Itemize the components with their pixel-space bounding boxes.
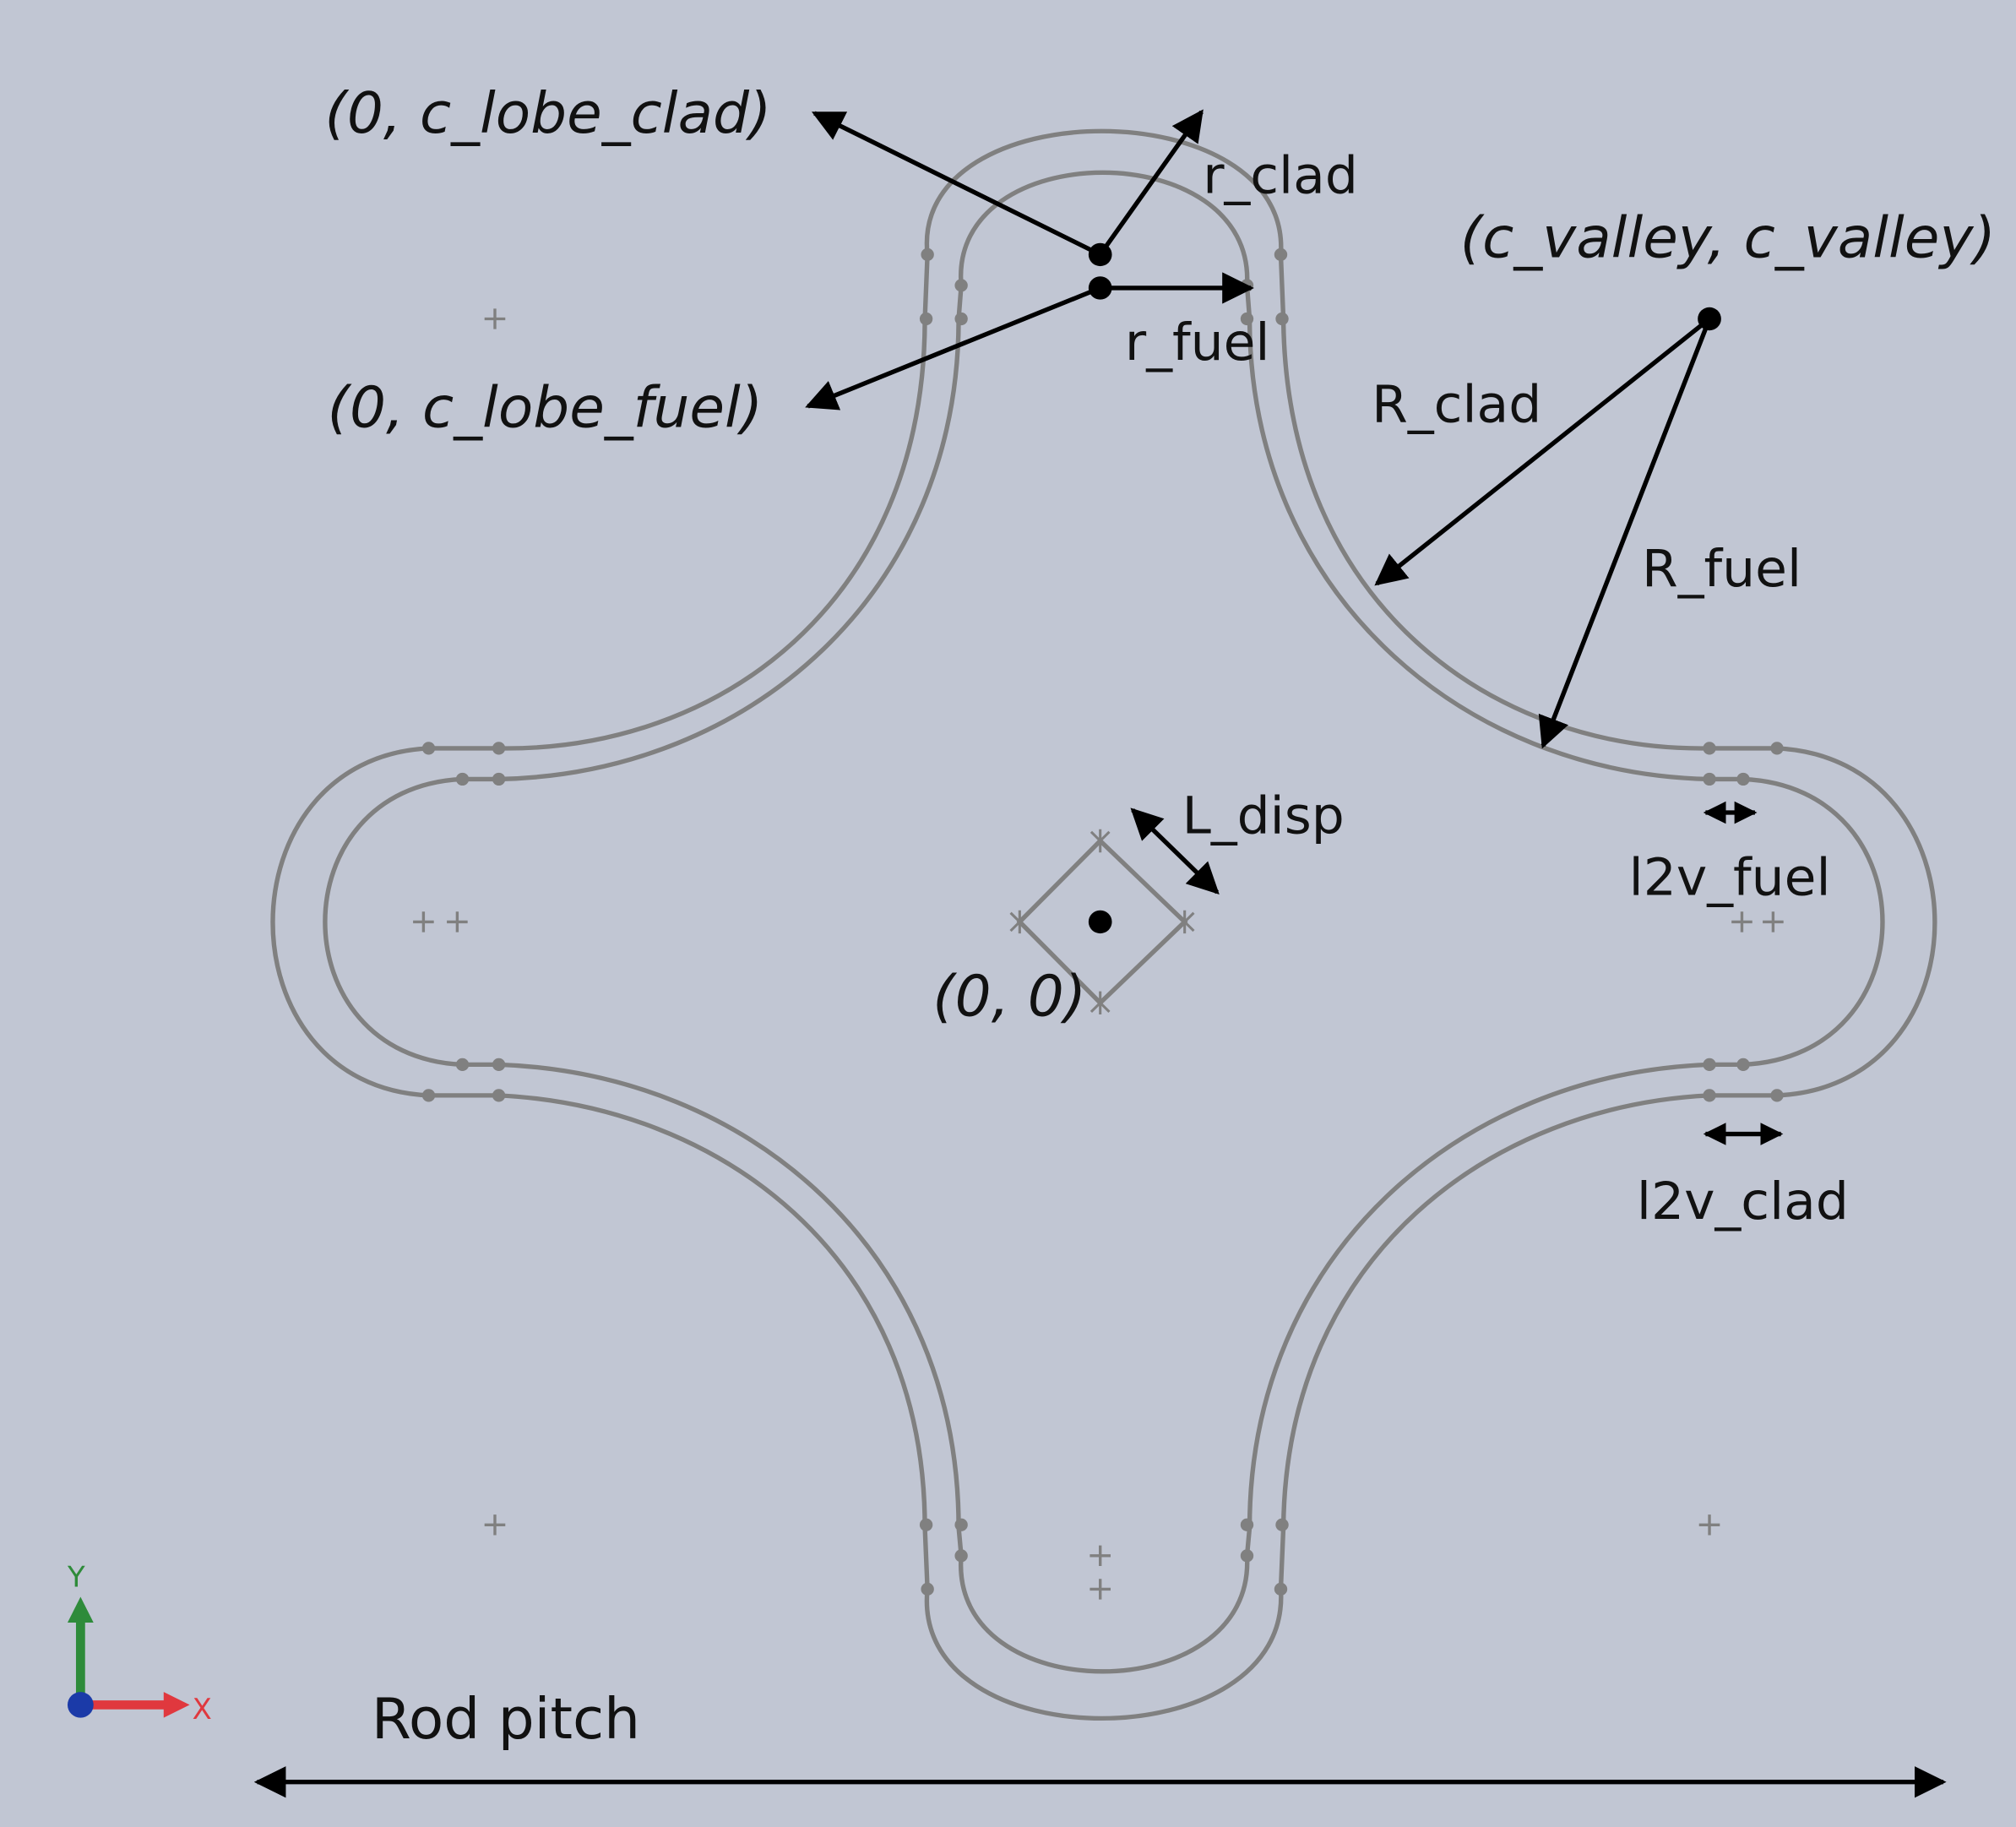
label-l-disp: L_disp bbox=[1182, 786, 1345, 846]
axis-x-label: X bbox=[193, 1693, 212, 1726]
label-R-clad: R_clad bbox=[1372, 375, 1541, 435]
label-valley-center: (c_valley, c_valley) bbox=[1460, 205, 1996, 271]
label-lobe-clad-center: (0, c_lobe_clad) bbox=[325, 80, 772, 146]
label-r-clad: r_clad bbox=[1203, 146, 1358, 206]
label-origin: (0, 0) bbox=[932, 964, 1086, 1030]
sketch-points bbox=[421, 247, 1784, 1596]
coordinate-triad-icon: Y X bbox=[67, 1561, 212, 1726]
label-R-fuel: R_fuel bbox=[1642, 539, 1801, 599]
label-l2v-fuel: l2v_fuel bbox=[1629, 848, 1831, 908]
label-lobe-fuel-center: (0, c_lobe_fuel) bbox=[328, 375, 763, 441]
label-rod-pitch: Rod pitch bbox=[372, 1686, 640, 1752]
annotation-arrows bbox=[253, 109, 1947, 1798]
displacer-vertex-markers bbox=[1009, 829, 1195, 1014]
plus-icon bbox=[413, 308, 1784, 1600]
label-l2v-clad: l2v_clad bbox=[1637, 1172, 1849, 1232]
axis-y-label: Y bbox=[67, 1561, 85, 1594]
label-r-fuel: r_fuel bbox=[1125, 313, 1270, 372]
